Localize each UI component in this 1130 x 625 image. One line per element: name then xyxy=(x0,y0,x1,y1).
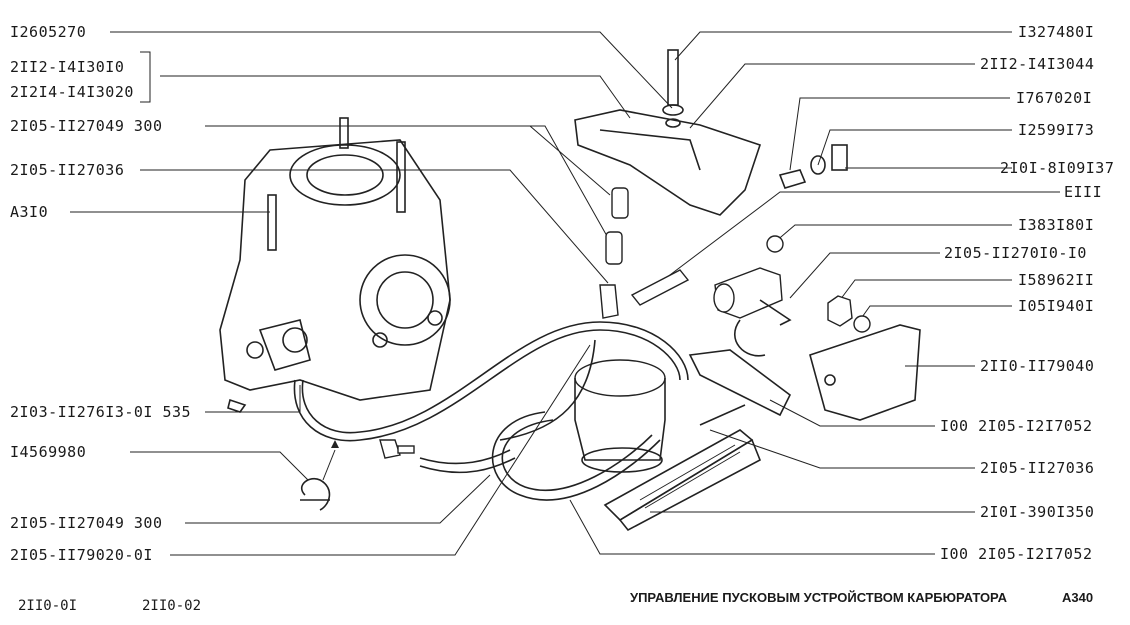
nut-washer-group xyxy=(827,295,871,333)
model-code-1: 2II0-0I xyxy=(18,598,78,614)
hose-clamp xyxy=(300,440,339,511)
callout-left-3: 2I2I4-I4I3020 xyxy=(10,83,134,101)
starter-bracket xyxy=(574,49,848,216)
callout-left-4: 2I05-II27049 300 xyxy=(10,117,163,135)
callout-left-7: 2I03-II276I3-0I 535 xyxy=(10,403,192,421)
callout-right-9: I58962II xyxy=(1018,271,1095,289)
callout-left-9: 2I05-II27049 300 xyxy=(10,514,163,532)
callout-right-3: I767020I xyxy=(1016,89,1093,107)
callout-right-11: 2II0-II79040 xyxy=(980,357,1095,375)
callout-bracket xyxy=(140,51,151,103)
callout-left-10: 2I05-II79020-0I xyxy=(10,546,153,564)
tube-connectors xyxy=(599,187,784,319)
callout-right-2: 2II2-I4I3044 xyxy=(980,55,1095,73)
callout-right-15: I00 2I05-I2I7052 xyxy=(940,545,1093,563)
callout-right-5: 2I0I-8I09I37 xyxy=(1000,159,1115,177)
callout-right-7: I383I80I xyxy=(1018,216,1095,234)
leader-lines-left xyxy=(70,31,673,556)
page-code: A340 xyxy=(1062,590,1094,605)
hoses xyxy=(293,319,766,501)
arrow-head xyxy=(331,440,339,448)
fitting-left xyxy=(379,439,415,459)
model-code-2: 2II0-02 xyxy=(142,598,202,614)
heat-exchanger xyxy=(603,429,762,532)
callout-right-1: I327480I xyxy=(1018,23,1095,41)
callout-right-12: I00 2I05-I2I7052 xyxy=(940,417,1093,435)
callout-right-6: EIII xyxy=(1064,183,1103,201)
callout-right-4: I2599I73 xyxy=(1018,121,1095,139)
callout-left-5: 2I05-II27036 xyxy=(10,161,125,179)
callout-left-6: A3I0 xyxy=(10,203,49,221)
callout-right-13: 2I05-II27036 xyxy=(980,459,1095,477)
callout-right-8: 2I05-II270I0-I0 xyxy=(944,244,1087,262)
support-bracket xyxy=(688,324,921,421)
filter-canister xyxy=(574,359,666,473)
callout-right-10: I05I940I xyxy=(1018,297,1095,315)
callout-left-8: I4569980 xyxy=(10,443,87,461)
callout-left-1: I2605270 xyxy=(10,23,87,41)
callout-left-2: 2II2-I4I30I0 xyxy=(10,58,125,76)
carburetor-body xyxy=(219,117,451,413)
solenoid-valve xyxy=(713,267,792,326)
callout-right-14: 2I0I-390I350 xyxy=(980,503,1095,521)
page-title: УПРАВЛЕНИЕ ПУСКОВЫМ УСТРОЙСТВОМ КАРБЮРАТ… xyxy=(630,590,1007,605)
